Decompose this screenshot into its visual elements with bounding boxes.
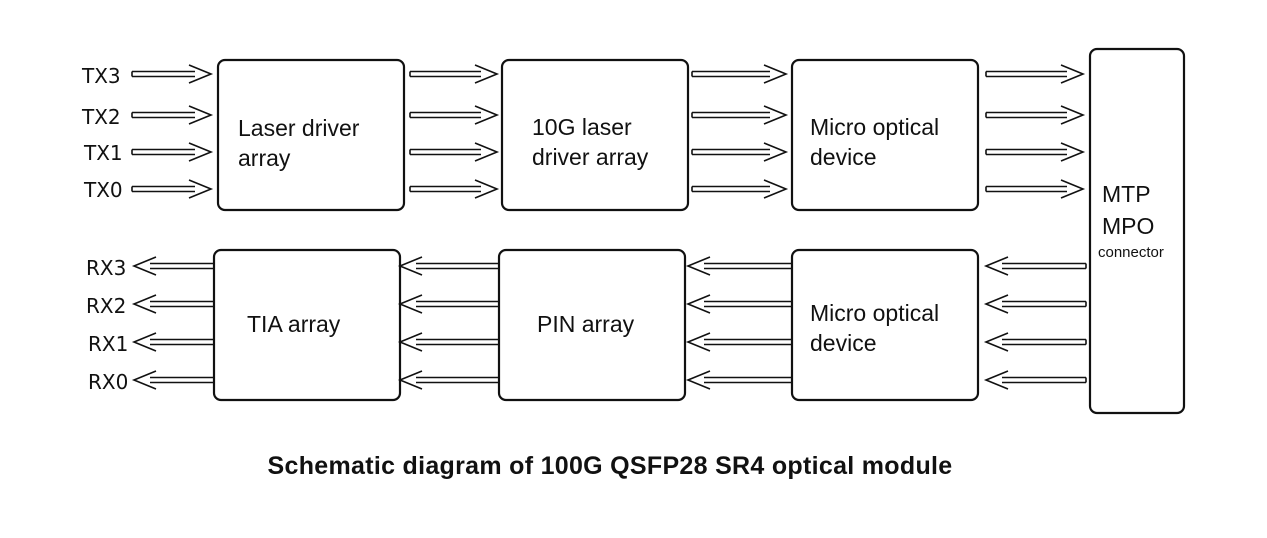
micro-optical-tx-label-2: device <box>810 144 876 170</box>
rx-arrow <box>685 294 793 314</box>
rx2-label: RX2 <box>86 294 126 318</box>
tx-arrow <box>691 64 789 84</box>
tx1-label: TX1 <box>83 141 123 165</box>
tx-arrow <box>409 142 500 162</box>
diagram-caption: Schematic diagram of 100G QSFP28 SR4 opt… <box>267 452 953 480</box>
mtp-mpo-connector-block <box>1088 47 1186 415</box>
laser-driver-array-block <box>216 58 406 212</box>
connector-label-mpo: MPO <box>1102 213 1154 239</box>
tx3-label: TX3 <box>81 64 121 88</box>
connector-label-mtp: MTP <box>1102 181 1151 207</box>
micro-optical-device-rx-block <box>790 248 980 402</box>
tia-label: TIA array <box>247 311 341 337</box>
rx3-label: RX3 <box>86 256 126 280</box>
10g-laser-driver-array-block <box>500 58 690 212</box>
connector-label-connector: connector <box>1098 244 1164 261</box>
tx-arrow <box>409 105 500 125</box>
tx-input-arrow <box>131 64 214 84</box>
tia-array-block <box>212 248 402 402</box>
tx-arrow <box>691 179 789 199</box>
rx-arrow <box>685 370 793 390</box>
micro-optical-device-tx-block <box>790 58 980 212</box>
laser-driver-label-1: Laser driver <box>238 115 360 141</box>
micro-optical-rx-label-1: Micro optical <box>810 300 939 326</box>
tx2-label: TX2 <box>81 105 121 129</box>
10g-laser-driver-label-1: 10G laser <box>532 114 632 140</box>
rx-arrow <box>983 370 1087 390</box>
tx-arrow <box>691 105 789 125</box>
tx-arrow <box>691 142 789 162</box>
tx-input-arrow <box>131 105 214 125</box>
tx0-label: TX0 <box>83 178 123 202</box>
rx-arrow <box>685 332 793 352</box>
tx-input-arrow <box>131 179 214 199</box>
rx-output-arrow <box>131 370 215 390</box>
tx-arrow <box>985 64 1086 84</box>
micro-optical-rx-label-2: device <box>810 330 876 356</box>
laser-driver-label-2: array <box>238 145 291 171</box>
tx-arrow <box>409 179 500 199</box>
micro-optical-tx-label-1: Micro optical <box>810 114 939 140</box>
rx-output-arrow <box>131 256 215 276</box>
tx-arrow <box>985 179 1086 199</box>
rx-arrow <box>983 294 1087 314</box>
rx0-label: RX0 <box>88 370 128 394</box>
rx-output-arrow <box>131 332 215 352</box>
tx-arrow <box>409 64 500 84</box>
rx-arrow <box>397 294 500 314</box>
pin-array-block <box>497 248 687 402</box>
10g-laser-driver-label-2: driver array <box>532 144 649 170</box>
rx-arrow <box>397 256 500 276</box>
tx-input-arrow <box>131 142 214 162</box>
rx-arrow <box>685 256 793 276</box>
rx1-label: RX1 <box>88 332 128 356</box>
rx-arrow <box>397 370 500 390</box>
tx-arrow <box>985 105 1086 125</box>
rx-arrow <box>983 256 1087 276</box>
rx-output-arrow <box>131 294 215 314</box>
tx-arrow <box>985 142 1086 162</box>
rx-arrow <box>397 332 500 352</box>
pin-label: PIN array <box>537 311 635 337</box>
rx-arrow <box>983 332 1087 352</box>
